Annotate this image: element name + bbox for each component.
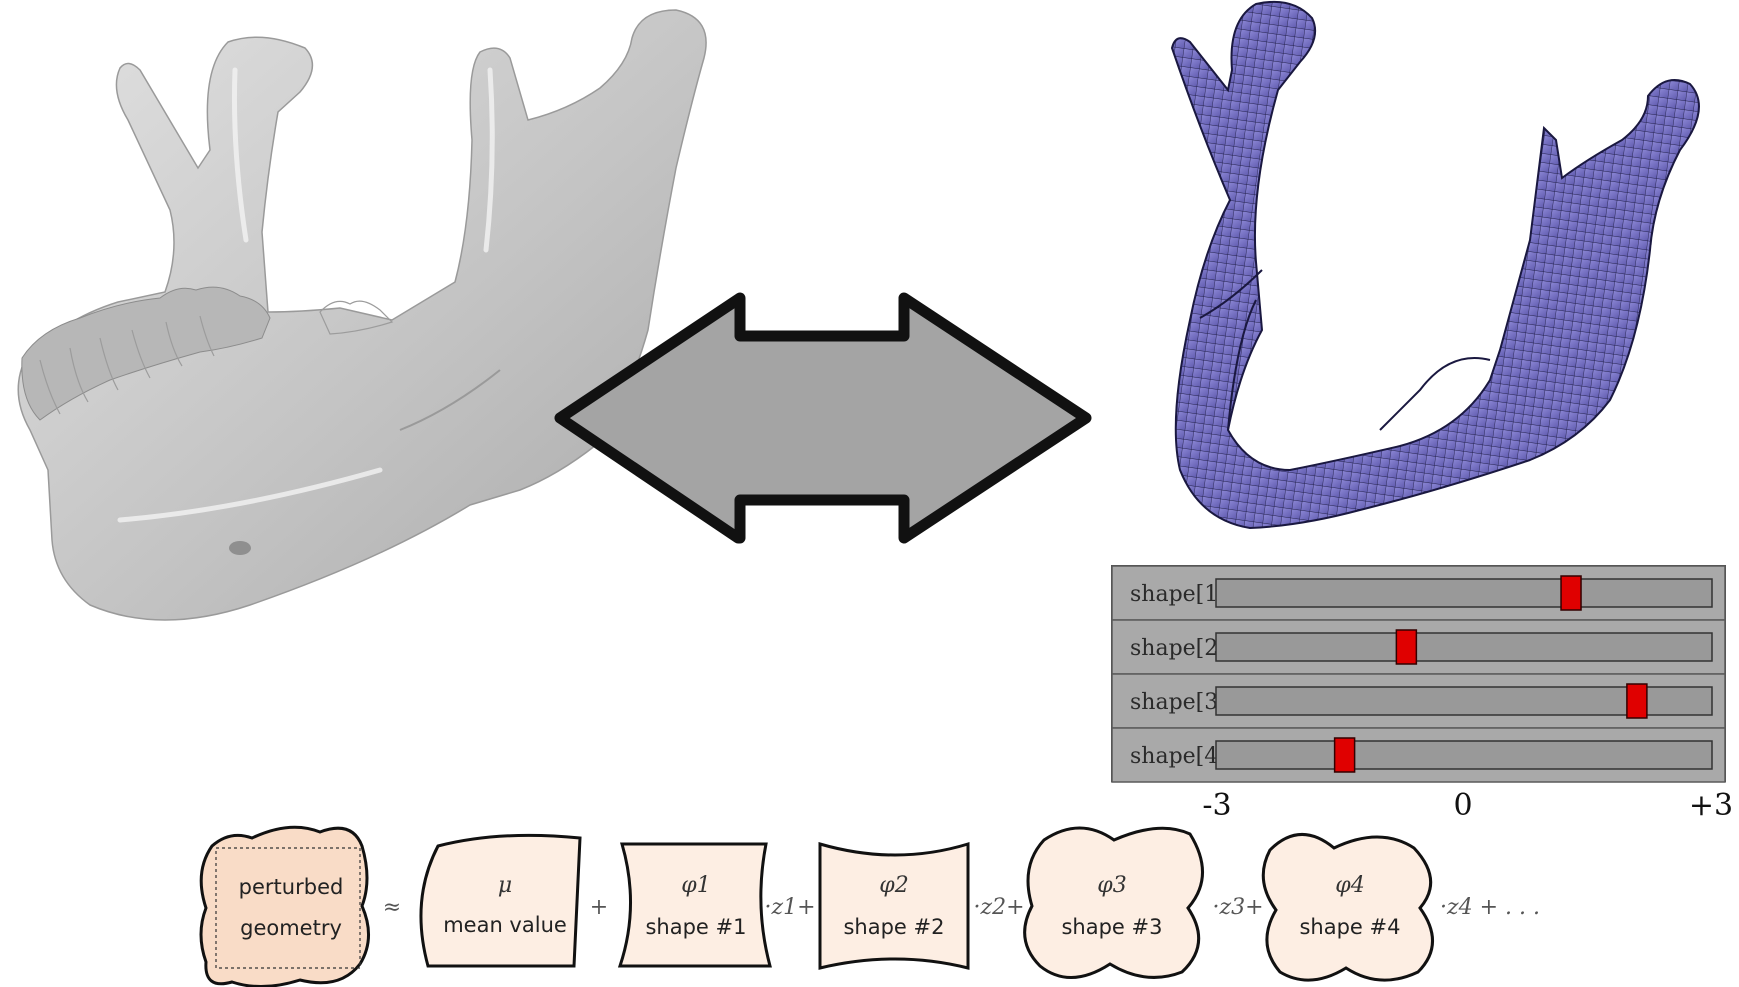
jaw-mesh-render: [1172, 2, 1699, 528]
z3-operator: ·z3+: [1212, 895, 1263, 920]
shape-1-label: shape #1: [645, 915, 746, 939]
shape-slider-row-3: shape[3]: [1112, 674, 1725, 728]
slider-label: shape[3]: [1130, 690, 1227, 715]
slider-axis-mid-label: 0: [1453, 788, 1472, 823]
z2-operator: ·z2+: [973, 895, 1024, 920]
slider-handle[interactable]: [1335, 738, 1355, 772]
slider-axis-max-label: +3: [1689, 788, 1733, 823]
plus-operator: +: [590, 895, 608, 920]
shape-slider-row-1: shape[1]: [1112, 566, 1725, 620]
slider-handle[interactable]: [1561, 576, 1581, 610]
approx-operator: ≈: [383, 895, 401, 920]
perturbed-geometry-box: perturbed geometry: [201, 827, 369, 986]
slider-track[interactable]: [1216, 741, 1712, 769]
slider-label: shape[4]: [1130, 744, 1227, 769]
shape-4-label: shape #4: [1299, 915, 1400, 939]
shape-slider-panel: shape[1] shape[2] shape[3] shape[4] -3 0 +3: [1112, 566, 1733, 823]
mean-value-symbol: μ: [498, 873, 512, 898]
jaw-bone-render: [18, 10, 706, 620]
perturbed-geometry-line1: perturbed: [239, 875, 344, 899]
slider-label: shape[1]: [1130, 582, 1227, 607]
slider-track[interactable]: [1216, 579, 1712, 607]
decomposition-equation: perturbed geometry ≈ μ mean value + φ1 s…: [201, 827, 1540, 986]
z1-operator: ·z1+: [764, 895, 815, 920]
perturbed-geometry-line2: geometry: [240, 916, 342, 940]
shape-1-box: φ1 shape #1: [620, 844, 770, 966]
slider-label: shape[2]: [1130, 636, 1227, 661]
shape-slider-row-2: shape[2]: [1112, 620, 1725, 674]
slider-axis-min-label: -3: [1202, 788, 1231, 823]
shape-1-symbol: φ1: [681, 873, 710, 898]
shape-3-label: shape #3: [1061, 915, 1162, 939]
shape-3-symbol: φ3: [1097, 873, 1126, 898]
mean-value-box: μ mean value: [421, 835, 580, 966]
shape-slider-row-4: shape[4]: [1112, 728, 1725, 782]
slider-handle[interactable]: [1396, 630, 1416, 664]
shape-2-box: φ2 shape #2: [820, 844, 968, 968]
shape-2-symbol: φ2: [879, 873, 908, 898]
slider-track[interactable]: [1216, 633, 1712, 661]
shape-4-symbol: φ4: [1335, 873, 1364, 898]
z4-operator: ·z4 + . . .: [1440, 895, 1540, 920]
shape-3-box: φ3 shape #3: [1025, 828, 1203, 978]
shape-4-box: φ4 shape #4: [1263, 834, 1432, 980]
mean-value-label: mean value: [443, 913, 567, 937]
shape-2-label: shape #2: [843, 915, 944, 939]
slider-handle[interactable]: [1627, 684, 1647, 718]
